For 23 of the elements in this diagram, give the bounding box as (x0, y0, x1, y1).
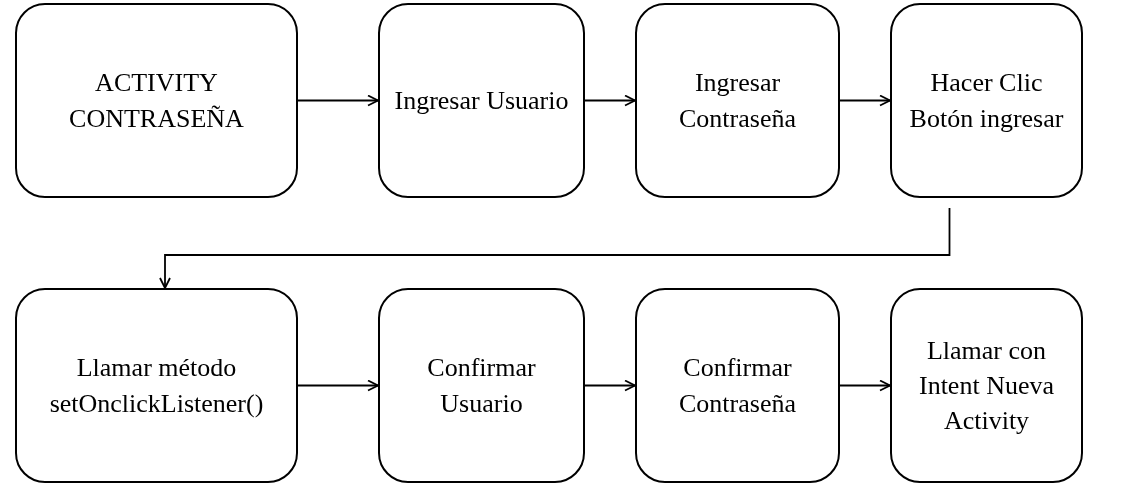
box-label: Ingresar Contraseña (678, 67, 797, 135)
arrow (584, 379, 636, 392)
box-label: ACTIVITY CONTRASEÑA (68, 67, 245, 135)
box-label: Ingresar Usuario (393, 84, 570, 117)
process-box (635, 288, 840, 483)
box-label: Confirmar Usuario (426, 352, 537, 420)
arrow (159, 207, 951, 289)
arrow (584, 94, 636, 107)
arrow (297, 379, 379, 392)
box-label: Hacer Clic Botón ingresar (908, 67, 1065, 135)
process-box (15, 3, 298, 198)
box-label: Llamar método setOnclickListener() (48, 352, 265, 420)
process-box (15, 288, 298, 483)
process-box (635, 3, 840, 198)
arrow (297, 94, 379, 107)
process-box (890, 288, 1083, 483)
box-label: Confirmar Contraseña (678, 352, 797, 420)
process-box (890, 3, 1083, 198)
process-box (378, 3, 585, 198)
arrow (839, 94, 891, 107)
box-label: Llamar con Intent Nueva Activity (918, 334, 1055, 438)
arrow (839, 379, 891, 392)
process-box (378, 288, 585, 483)
